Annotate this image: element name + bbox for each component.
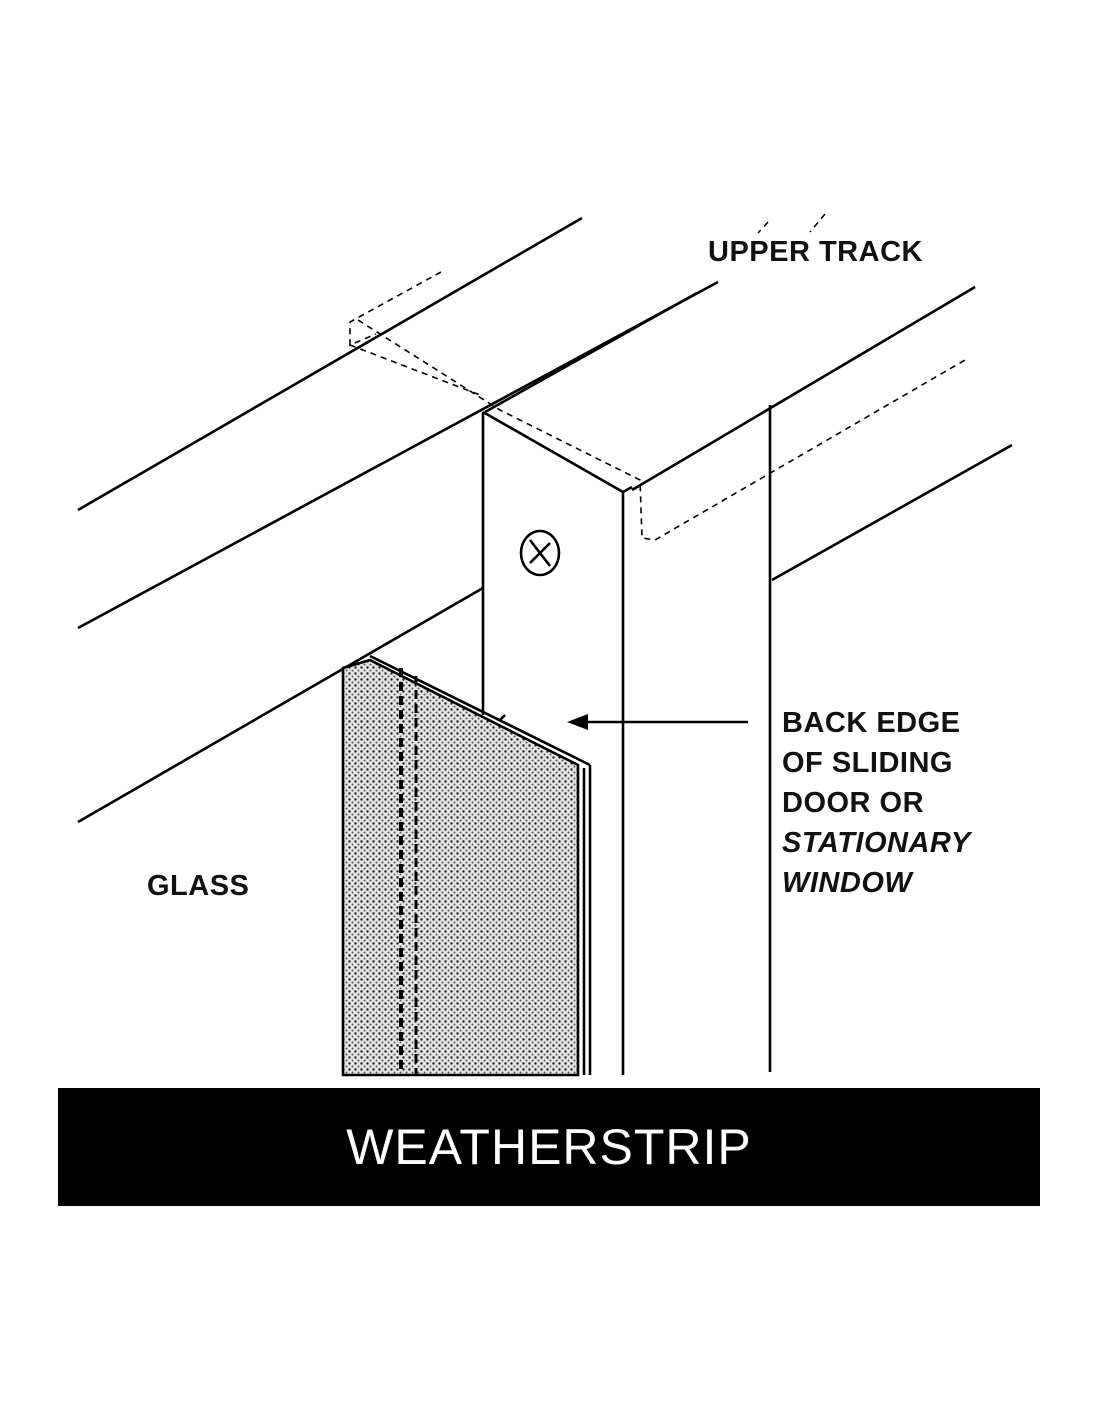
strip-edge bbox=[369, 654, 591, 767]
track-line bbox=[77, 216, 583, 512]
post-edge bbox=[622, 485, 633, 494]
track-line bbox=[484, 291, 698, 414]
caption-bar: WEATHERSTRIP bbox=[58, 1088, 1040, 1206]
hidden-line bbox=[349, 271, 442, 347]
caption-title: WEATHERSTRIP bbox=[346, 1119, 752, 1175]
track-line bbox=[771, 443, 1013, 582]
screw-icon bbox=[519, 529, 561, 577]
hidden-line bbox=[349, 344, 481, 396]
label-back-edge: BACK EDGE OF SLIDING DOOR OR STATIONARY … bbox=[782, 703, 971, 903]
post-edge bbox=[482, 410, 624, 494]
label-upper-track: UPPER TRACK bbox=[708, 236, 923, 268]
label-line: BACK EDGE bbox=[782, 707, 961, 739]
hidden-line bbox=[357, 319, 966, 541]
strip-edge bbox=[499, 714, 506, 721]
label-line: DOOR OR bbox=[782, 787, 925, 819]
label-line: WINDOW bbox=[782, 867, 913, 899]
label-glass: GLASS bbox=[147, 870, 250, 902]
hidden-line bbox=[809, 213, 826, 233]
hidden-line bbox=[757, 221, 769, 234]
track-line bbox=[77, 586, 484, 824]
weatherstrip-pile bbox=[341, 658, 580, 1077]
label-line: OF SLIDING bbox=[782, 747, 953, 779]
arrow-head-icon bbox=[567, 714, 588, 730]
label-line: STATIONARY bbox=[782, 827, 971, 859]
track-line bbox=[631, 285, 976, 492]
